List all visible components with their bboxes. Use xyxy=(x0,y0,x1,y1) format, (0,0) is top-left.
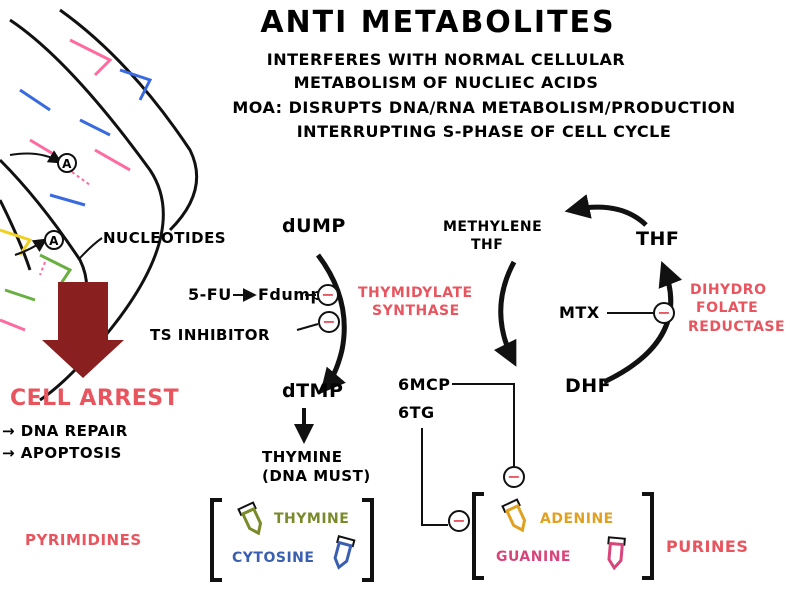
cytosine-tube-icon xyxy=(333,535,356,570)
thymidylate-synthase-line-2: SYNTHASE xyxy=(372,303,460,319)
nucleotide-marker-a-bottom-label: A xyxy=(49,234,59,248)
subtitle-line-4: INTERRUPTING S-PHASE OF CELL CYCLE xyxy=(297,122,672,141)
nucleotide-marker-a-top xyxy=(57,153,77,173)
pyrimidine-base-thymine: THYMINE xyxy=(274,511,349,527)
dump-to-dtmp-arrow xyxy=(316,253,347,394)
adenine-tube-icon xyxy=(501,498,527,533)
mcp-inhibit-node xyxy=(503,466,525,488)
cell-arrest-outcome-apoptosis: → APOPTOSIS xyxy=(2,444,122,462)
purines-bracket-right xyxy=(642,492,654,580)
fdump-inhibit-node xyxy=(317,284,339,306)
methylene-thf-line-2: THF xyxy=(471,237,503,253)
ts-inhibitor-label: TS INHIBITOR xyxy=(150,326,270,344)
thymine-tube-icon xyxy=(237,501,263,536)
dhfr-line-1: DIHYDRO xyxy=(690,282,767,298)
dhfr-line-2: FOLATE xyxy=(696,300,758,316)
ts-inhibitor-connector xyxy=(296,323,319,331)
page-title: ANTI METABOLITES xyxy=(260,5,615,40)
nucleotides-label: NUCLEOTIDES xyxy=(103,229,226,247)
thymine-dna-line-1: THYMINE xyxy=(262,448,342,466)
ts-inhibit-node xyxy=(318,311,340,333)
thymidylate-synthase-line-1: THYMIDYLATE xyxy=(358,285,473,301)
dump-label: dUMP xyxy=(282,215,346,237)
methylene-thf-line-1: METHYLENE xyxy=(443,219,542,235)
cell-arrest-arrow xyxy=(42,282,124,378)
pyrimidines-label: PYRIMIDINES xyxy=(25,531,142,549)
mcp-inhibit-symbol: − xyxy=(507,467,520,486)
tg-inhibit-symbol: − xyxy=(452,511,465,530)
purine-base-guanine: GUANINE xyxy=(496,549,571,565)
guanine-tube-icon xyxy=(607,536,626,571)
tg-label: 6TG xyxy=(398,403,435,422)
subtitle-line-3: MOA: DISRUPTS DNA/RNA METABOLISM/PRODUCT… xyxy=(232,98,735,117)
tg-inhibit-node xyxy=(448,510,470,532)
thf-to-methylene-arrow xyxy=(564,194,648,227)
pyrimidines-bracket-right xyxy=(362,498,374,582)
purines-label: PURINES xyxy=(666,537,748,556)
subtitle-line-2: METABOLISM OF NUCLIEC ACIDS xyxy=(294,73,599,92)
ts-inhibit-symbol: − xyxy=(322,312,335,331)
cell-arrest-title: CELL ARREST xyxy=(10,386,179,411)
nucleotides-pointer-line xyxy=(79,237,103,259)
subtitle-line-1: INTERFERES WITH NORMAL CELLULAR xyxy=(267,50,625,69)
fu-label: 5-FU xyxy=(188,285,232,304)
mcp-label: 6MCP xyxy=(398,375,451,394)
methylene-to-dhf-arrow xyxy=(493,260,517,367)
dhf-to-thf-arrow xyxy=(602,261,682,385)
purines-bracket-left xyxy=(472,492,484,580)
cell-arrest-outcome-dna-repair: → DNA REPAIR xyxy=(2,422,128,440)
purine-base-adenine: ADENINE xyxy=(540,511,614,527)
pyrimidines-bracket-left xyxy=(210,498,222,582)
mtx-inhibit-node xyxy=(653,302,675,324)
pyrimidine-base-cytosine: CYTOSINE xyxy=(232,550,314,566)
thymine-dna-line-2: (DNA MUST) xyxy=(262,467,371,485)
thf-label: THF xyxy=(636,228,679,250)
mcp-connector xyxy=(452,383,515,466)
dtmp-label: dTMP xyxy=(282,380,343,402)
nucleotide-marker-a-top-label: A xyxy=(62,157,72,171)
tg-connector xyxy=(421,428,448,526)
fdump-inhibit-symbol: − xyxy=(321,285,334,304)
mtx-inhibit-symbol: − xyxy=(657,303,670,322)
dhf-label: DHF xyxy=(565,375,611,397)
fdump-label: Fdump xyxy=(258,285,322,304)
mtx-label: MTX xyxy=(559,303,600,322)
nucleotide-marker-a-bottom xyxy=(44,230,64,250)
dhfr-line-3: REDUCTASE xyxy=(688,319,785,335)
